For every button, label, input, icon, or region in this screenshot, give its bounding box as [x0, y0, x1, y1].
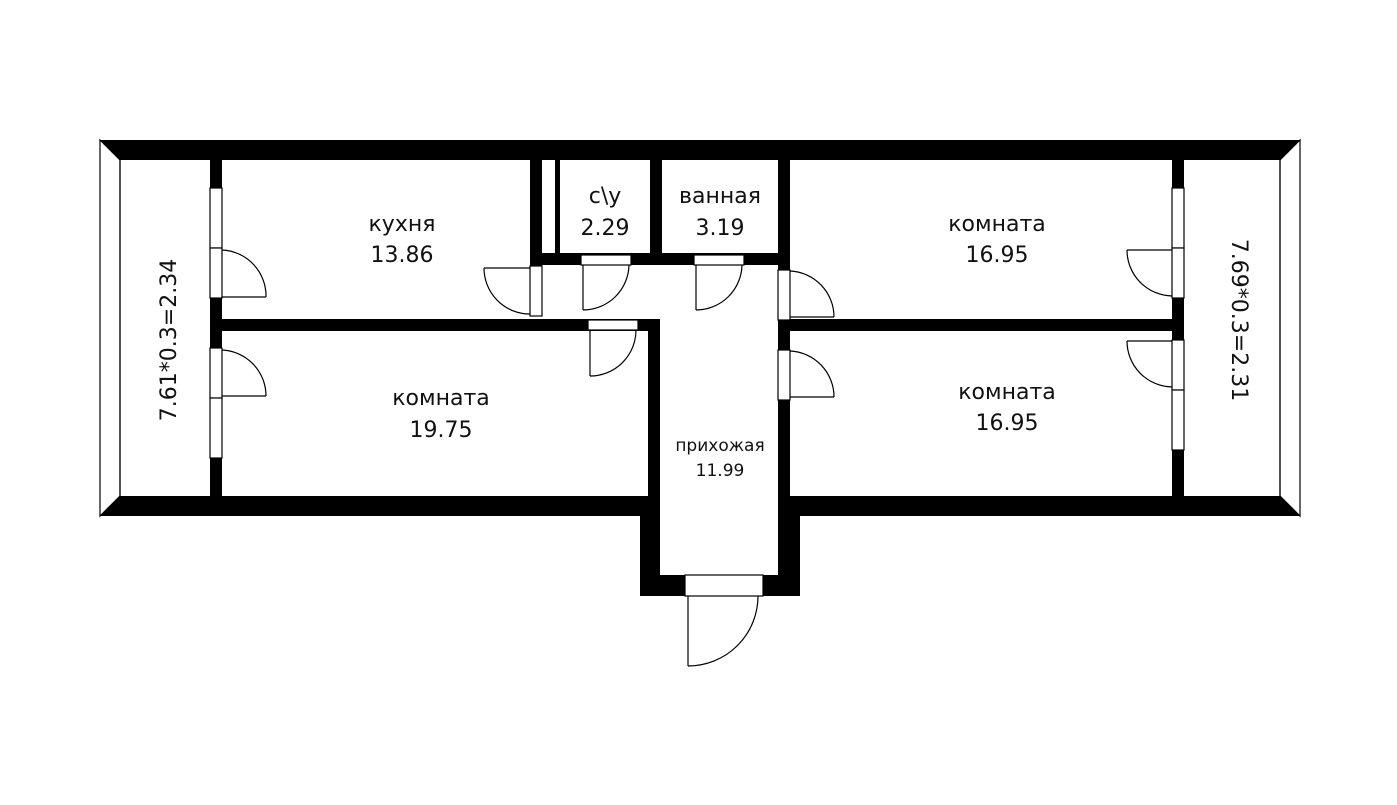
room-name: комната	[948, 212, 1046, 237]
room-name: комната	[392, 386, 490, 411]
room-area: 16.95	[966, 243, 1029, 268]
room-area: 16.95	[976, 411, 1039, 436]
windows	[209, 187, 1185, 459]
room-name: ванная	[679, 184, 761, 209]
room-area: 19.75	[410, 418, 473, 443]
room-bottom-right: комната 16.95	[958, 380, 1056, 436]
room-top-right: комната 16.95	[948, 212, 1046, 268]
balcony-right-label: 7.69*0.3=2.31	[1226, 239, 1251, 401]
balcony-left	[99, 138, 121, 518]
room-area: 2.29	[581, 216, 630, 241]
room-bathroom: ванная 3.19	[679, 184, 761, 241]
balcony-left-label: 7.61*0.3=2.34	[157, 259, 182, 421]
doors	[221, 249, 1173, 667]
room-name: кухня	[369, 212, 436, 237]
room-name: прихожая	[675, 436, 764, 456]
room-name: комната	[958, 380, 1056, 405]
room-name: с\у	[589, 184, 622, 209]
balcony-right	[1279, 138, 1301, 518]
room-area: 13.86	[371, 243, 434, 268]
room-hallway: прихожая 11.99	[675, 436, 764, 481]
room-wc: с\у 2.29	[581, 184, 630, 241]
room-area: 3.19	[696, 216, 745, 241]
room-area: 11.99	[696, 461, 745, 481]
room-bottom-left: комната 19.75	[392, 386, 490, 443]
room-kitchen: кухня 13.86	[369, 212, 436, 268]
